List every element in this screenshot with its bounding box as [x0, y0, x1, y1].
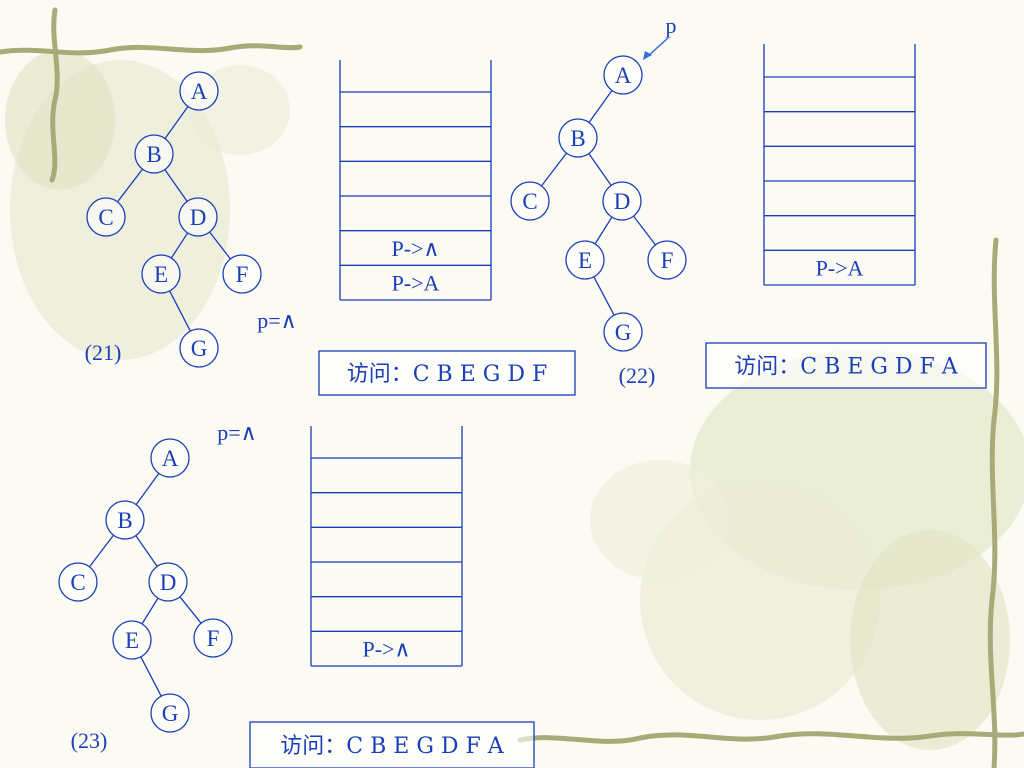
tree-node-c: [86, 197, 126, 237]
tree-node-label: A: [162, 446, 179, 471]
tree-node-e: [141, 254, 181, 294]
tree-edge-BD: [588, 153, 612, 186]
tree-node-label: C: [98, 205, 113, 230]
tree-node-label: E: [154, 262, 168, 287]
tree-node-b: [134, 134, 174, 174]
visit-sequence-text: 访问：C B E G D F: [347, 362, 548, 387]
tree-node-f: [193, 618, 233, 658]
vine-left: [49, 7, 60, 183]
tree-node-label: D: [160, 570, 177, 595]
tree-edge-AB: [164, 106, 189, 139]
pointer-label: p=∧: [217, 420, 257, 445]
figure-caption: (23): [71, 728, 108, 753]
visit-sequence-box: [249, 721, 535, 768]
tree-node-g: [179, 328, 219, 368]
tree-node-a: [179, 71, 219, 111]
tree-edge-AB: [588, 90, 613, 123]
tree-node-label: C: [70, 570, 85, 595]
tree-node-label: E: [125, 628, 139, 653]
tree-edge-BD: [164, 169, 188, 202]
figure-caption: (22): [619, 363, 656, 388]
tree-edge-DF: [179, 596, 202, 624]
tree-edge-AB: [135, 472, 160, 506]
tree-edge-DE: [141, 597, 159, 625]
visit-sequence-text: 访问：C B E G D F A: [734, 355, 958, 380]
tree-node-label: B: [117, 508, 132, 533]
tree-node-b: [105, 500, 145, 540]
tree-node-label: C: [522, 189, 537, 214]
tree-node-label: F: [207, 626, 220, 651]
tree-node-label: G: [191, 336, 208, 361]
tree-node-label: F: [236, 262, 249, 287]
tree-edge-DE: [170, 232, 189, 259]
tree-node-label: D: [190, 205, 207, 230]
tree-edge-BC: [88, 534, 115, 568]
tree-edge-DF: [209, 231, 231, 260]
tree-node-f: [222, 254, 262, 294]
leaf-shape: [5, 50, 115, 190]
pointer-label: p: [666, 13, 677, 38]
tree-node-d: [178, 197, 218, 237]
tree-node-label: E: [578, 248, 592, 273]
tree-node-label: G: [162, 701, 179, 726]
visit-sequence-text: 访问：C B E G D F A: [280, 734, 504, 759]
tree-node-label: A: [615, 63, 632, 88]
tree-edge-DE: [594, 216, 613, 245]
stack-entry: P->∧: [391, 236, 439, 261]
tree-node-a: [150, 438, 190, 478]
tree-node-label: G: [615, 320, 632, 345]
tree-node-b: [558, 118, 598, 158]
tree-edge-DF: [633, 215, 656, 246]
tree-node-g: [603, 312, 643, 352]
tree-edge-EG: [140, 656, 162, 697]
tree-edge-EG: [593, 276, 615, 316]
stack-entry: P->A: [392, 271, 440, 296]
visit-sequence-box: [705, 342, 987, 389]
tree-node-label: F: [661, 248, 674, 273]
tree-node-label: A: [191, 79, 208, 104]
stack-entry: P->A: [816, 256, 864, 281]
tree-node-d: [148, 562, 188, 602]
tree-node-e: [565, 240, 605, 280]
vine-bottom: [517, 731, 1024, 744]
visit-sequence-box: [318, 350, 576, 396]
tree-edge-EG: [169, 290, 191, 332]
tree-node-f: [647, 240, 687, 280]
tree-node-c: [510, 181, 550, 221]
pointer-arrow-shaft: [647, 37, 669, 57]
tree-edge-BC: [540, 152, 568, 187]
tree-node-label: D: [614, 189, 631, 214]
tree-node-a: [603, 55, 643, 95]
tree-node-g: [150, 693, 190, 733]
tree-node-c: [58, 562, 98, 602]
stack-entry: P->∧: [362, 637, 410, 662]
tree-edge-BC: [116, 168, 144, 203]
vine-right: [987, 237, 1000, 768]
figure-caption: (21): [85, 340, 122, 365]
leaf-shape: [850, 530, 1010, 750]
leaf-shape: [590, 460, 730, 580]
pointer-label: p=∧: [257, 308, 297, 333]
tree-edge-BD: [135, 535, 158, 567]
tree-node-label: B: [146, 142, 161, 167]
tree-node-label: B: [570, 126, 585, 151]
tree-node-d: [602, 181, 642, 221]
tree-node-e: [112, 620, 152, 660]
pointer-arrow-head: [643, 51, 652, 60]
